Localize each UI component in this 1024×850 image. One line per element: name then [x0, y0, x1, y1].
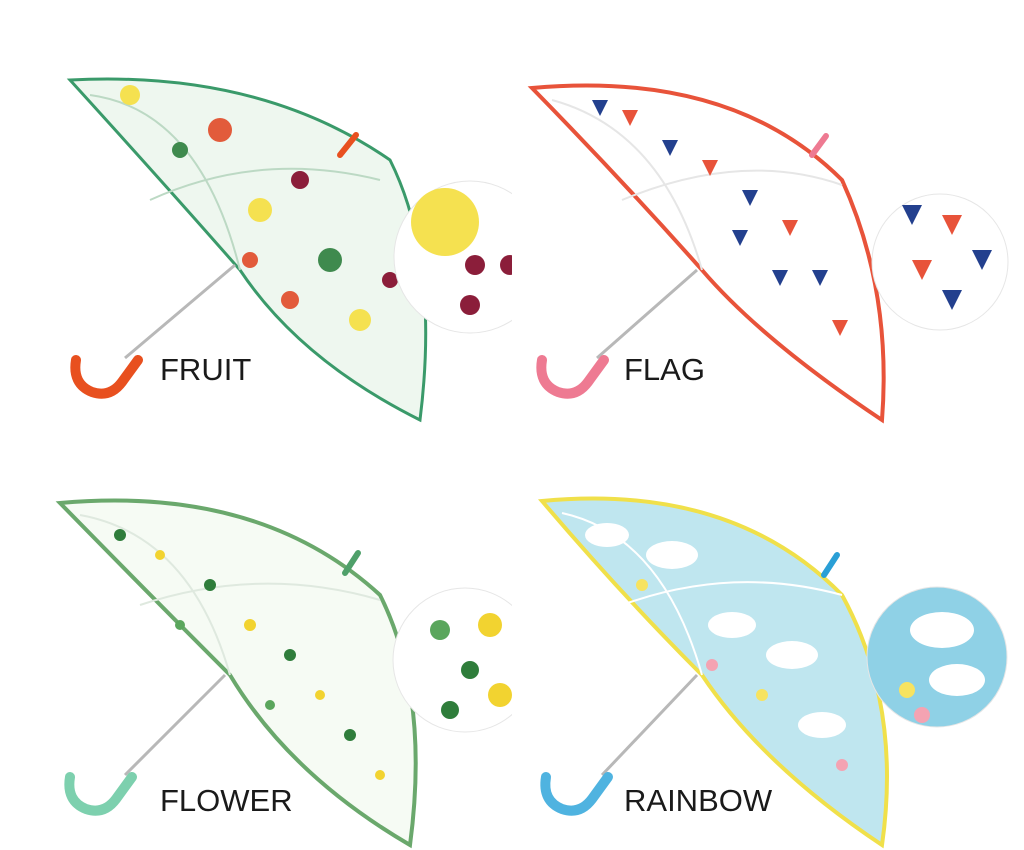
rainbow-umbrella-illustration [537, 496, 1008, 849]
product-label-fruit: FRUIT [160, 352, 252, 387]
flower-umbrella-illustration [55, 498, 512, 849]
product-fruit: FRUIT [0, 0, 512, 425]
product-label-rainbow: RAINBOW [624, 783, 773, 818]
product-flag: FLAG [512, 0, 1024, 425]
flag-umbrella-illustration [527, 83, 1009, 424]
product-label-flower: FLOWER [160, 783, 293, 818]
product-label-flag: FLAG [624, 352, 705, 387]
fruit-umbrella-illustration [66, 77, 512, 423]
product-flower: FLOWER [0, 425, 512, 850]
product-rainbow: RAINBOW [512, 425, 1024, 850]
